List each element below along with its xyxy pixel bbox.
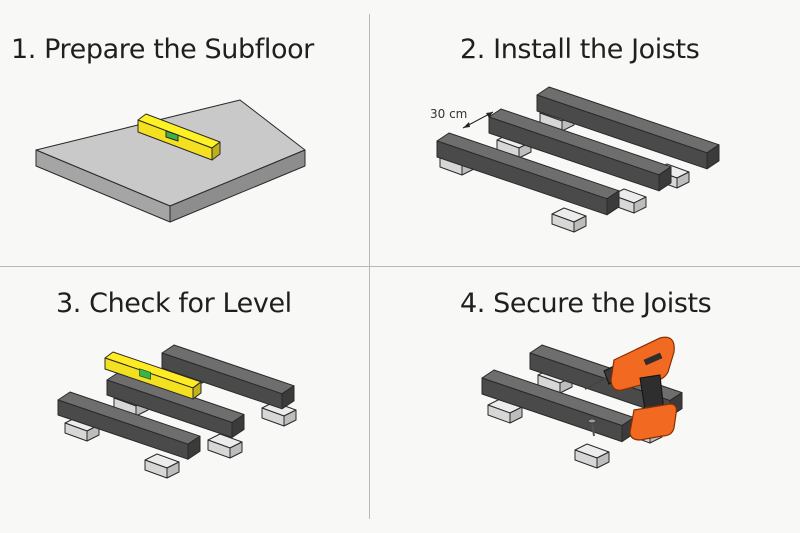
joists-illustration	[436, 86, 720, 233]
check-level-bubble	[139, 368, 152, 380]
level-joist-3-block-2	[144, 453, 180, 479]
drill-grip-strip	[643, 352, 663, 366]
step-4-title: 4. Secure the Joists	[460, 288, 712, 319]
spacing-arrow-head-right	[486, 112, 493, 118]
level-joist-1-block-2	[261, 401, 297, 427]
step-3-title: 3. Check for Level	[56, 288, 292, 319]
drill-icon	[584, 336, 677, 441]
joist-1-block-2-end	[676, 171, 690, 189]
joist-2-block-2-end	[633, 196, 647, 214]
spirit-level-end	[211, 141, 221, 161]
secure-joist-1	[481, 369, 635, 443]
horizontal-divider	[0, 266, 800, 267]
check-level	[104, 351, 202, 400]
level-joist-3-block-2-end	[166, 461, 180, 479]
subfloor-illustration	[35, 99, 306, 223]
level-joist-1-block-2-end	[283, 409, 297, 427]
level-check-illustration	[57, 344, 297, 479]
drill-battery	[629, 403, 677, 441]
level-joist-3	[57, 391, 201, 460]
level-joist-2-block-2	[207, 433, 243, 459]
joist-3-block-2-end	[573, 215, 587, 233]
level-joist-3-end	[187, 435, 201, 460]
joist-3-block-2	[551, 207, 587, 233]
level-joist-1	[161, 344, 295, 410]
joist-2-end	[658, 166, 672, 192]
step-2-title: 2. Install the Joists	[460, 34, 700, 65]
secure-joist-1-block-1-end	[596, 451, 610, 469]
level-joist-2	[106, 371, 245, 438]
level-joist-1-end	[281, 385, 295, 410]
secure-joists-illustration	[481, 336, 683, 469]
screw-head	[587, 418, 597, 424]
level-joist-2-block-2-end	[229, 441, 243, 459]
joist-3-end	[606, 190, 620, 216]
secure-joist-1-block-1	[574, 443, 610, 469]
screw-shaft	[591, 421, 595, 437]
check-level-end	[192, 381, 202, 400]
spacing-arrow-head-left	[463, 122, 470, 128]
subfloor-right-edge	[169, 149, 306, 223]
joist-1	[536, 86, 720, 170]
joist-3	[436, 132, 620, 216]
joist-1-end	[706, 144, 720, 170]
joist-2	[488, 108, 672, 192]
secure-joist-1-block-2-end	[509, 406, 523, 424]
screw	[587, 418, 597, 437]
drill-bit	[584, 377, 607, 390]
step-1-title: 1. Prepare the Subfloor	[11, 34, 314, 65]
level-bubble	[165, 130, 179, 142]
level-joist-2-end	[231, 414, 245, 438]
subfloor-top	[35, 99, 306, 207]
spirit-level	[137, 113, 221, 161]
joist-spacing-label: 30 cm	[430, 107, 468, 121]
secure-joist-1-block-2	[487, 398, 523, 424]
